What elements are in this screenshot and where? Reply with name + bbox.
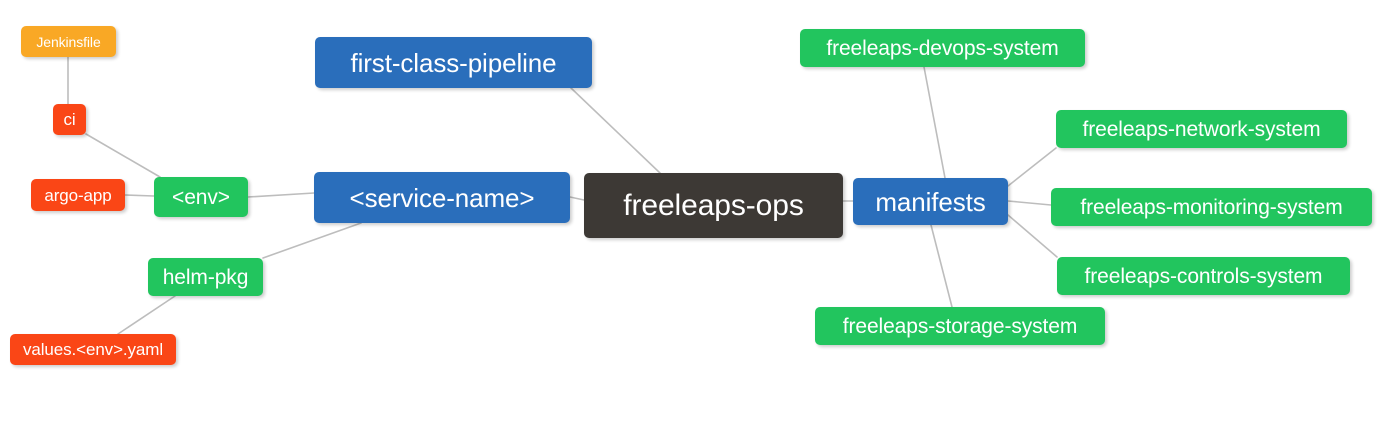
node-label: ci	[63, 110, 76, 129]
node-label: Jenkinsfile	[36, 33, 101, 50]
node-freeleaps-devops-system[interactable]: freeleaps-devops-system	[800, 29, 1085, 67]
node-label: first-class-pipeline	[350, 47, 557, 78]
node-manifests[interactable]: manifests	[853, 178, 1008, 225]
node-first-class-pipeline[interactable]: first-class-pipeline	[315, 37, 592, 88]
edge-helm-pkg-to-service-name	[262, 222, 362, 259]
node-freeleaps-monitoring-system[interactable]: freeleaps-monitoring-system	[1051, 188, 1372, 226]
node-env[interactable]: <env>	[154, 177, 248, 217]
node-label: freeleaps-ops	[623, 188, 804, 222]
node-values-env-yaml[interactable]: values.<env>.yaml	[10, 334, 176, 365]
node-label: argo-app	[44, 185, 112, 205]
edge-first-class-pipeline-to-root	[570, 87, 661, 174]
node-freeleaps-storage-system[interactable]: freeleaps-storage-system	[815, 307, 1105, 345]
node-label: values.<env>.yaml	[22, 340, 164, 359]
node-label: <service-name>	[349, 182, 535, 213]
edge-values-env-yaml-to-helm-pkg	[117, 295, 176, 335]
edge-freeleaps-monitoring-system-to-manifests	[1007, 200, 1052, 206]
node-label: <env>	[172, 185, 230, 209]
edge-env-to-service-name	[247, 192, 315, 198]
node-label: helm-pkg	[162, 265, 249, 289]
node-label: freeleaps-controls-system	[1084, 264, 1323, 288]
node-ci[interactable]: ci	[53, 104, 86, 135]
edge-ci-to-env	[85, 133, 161, 178]
edge-freeleaps-network-system-to-manifests	[1007, 147, 1057, 187]
node-label: freeleaps-network-system	[1082, 117, 1321, 141]
node-freeleaps-controls-system[interactable]: freeleaps-controls-system	[1057, 257, 1350, 295]
node-label: freeleaps-devops-system	[826, 36, 1059, 60]
node-helm-pkg[interactable]: helm-pkg	[148, 258, 263, 296]
node-label: manifests	[875, 186, 986, 217]
node-argo-app[interactable]: argo-app	[31, 179, 125, 211]
edge-freeleaps-devops-system-to-manifests	[923, 66, 946, 179]
edge-freeleaps-storage-system-to-manifests	[930, 224, 953, 308]
node-jenkinsfile[interactable]: Jenkinsfile	[21, 26, 116, 57]
node-root[interactable]: freeleaps-ops	[584, 173, 843, 238]
edge-service-name-to-root	[569, 196, 585, 201]
node-freeleaps-network-system[interactable]: freeleaps-network-system	[1056, 110, 1347, 148]
edge-argo-app-to-env	[124, 194, 155, 197]
edge-freeleaps-controls-system-to-manifests	[1007, 214, 1058, 258]
node-service-name[interactable]: <service-name>	[314, 172, 570, 223]
node-label: freeleaps-monitoring-system	[1080, 195, 1343, 219]
node-label: freeleaps-storage-system	[842, 314, 1078, 338]
